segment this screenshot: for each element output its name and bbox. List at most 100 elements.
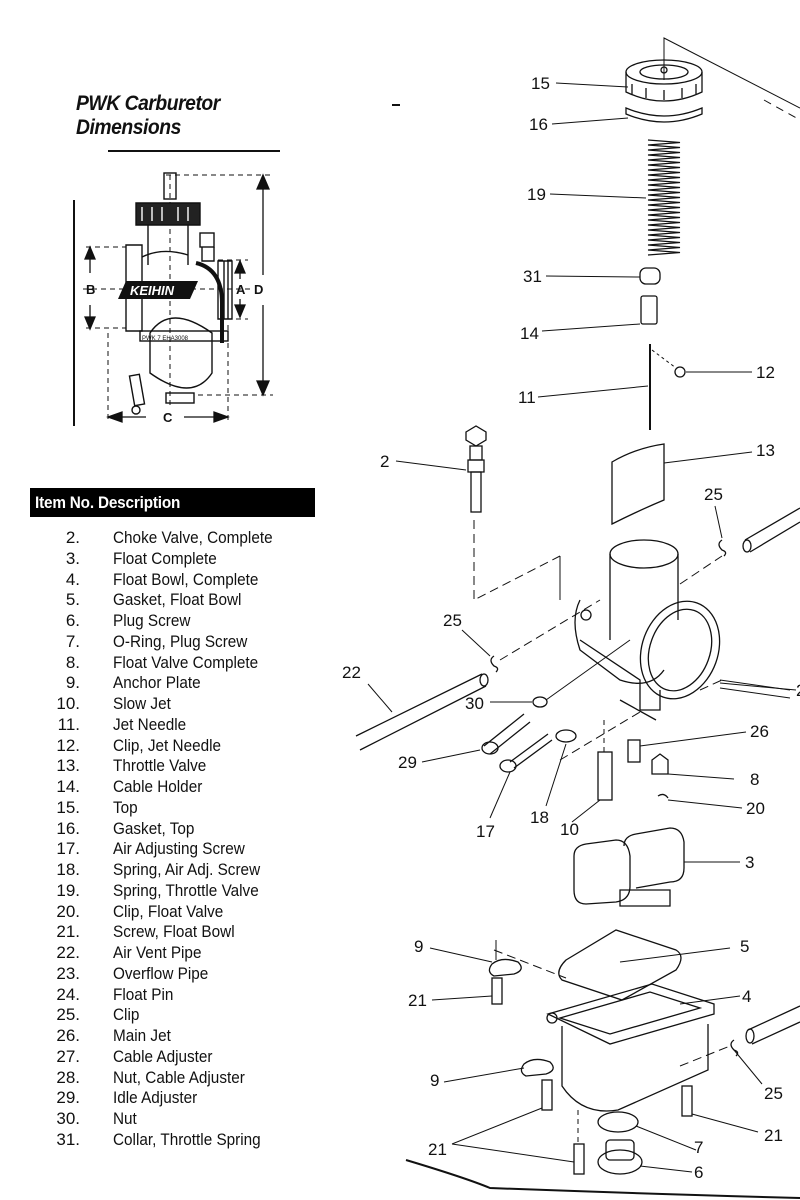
item-number: 28. <box>56 1067 80 1087</box>
keihin-logo: KEIHIN <box>118 281 198 299</box>
item-number: 5. <box>65 590 80 610</box>
item-number: 25. <box>56 1005 80 1025</box>
title-line-2: Dimensions <box>76 116 181 139</box>
callout-20: 20 <box>746 799 765 818</box>
parts-list-row: 26. Main Jet <box>40 1026 320 1047</box>
item-number: 6. <box>65 611 80 630</box>
item-description: Float Valve Complete <box>113 652 259 672</box>
item-number: 20. <box>56 901 80 921</box>
item-number: 13. <box>56 756 80 776</box>
item-description: Main Jet <box>113 1026 171 1045</box>
dimension-b-label: B <box>86 282 95 297</box>
parts-list-row: 8. Float Valve Complete <box>40 653 320 674</box>
parts-list-row: 5. Gasket, Float Bowl <box>40 590 320 611</box>
item-description: Plug Screw <box>113 611 191 630</box>
item-description: Clip, Float Valve <box>113 901 224 921</box>
item-number: 3. <box>65 548 80 568</box>
parts-list-row: 23.Overflow Pipe <box>40 964 320 985</box>
item-number: 23. <box>56 963 80 983</box>
title-underline <box>108 150 280 152</box>
parts-list-row: 2.Choke Valve, Complete <box>40 528 320 549</box>
exploded-parts-diagram: 15 16 19 31 14 12 11 2 13 25 25 22 30 2 … <box>342 37 800 1199</box>
margin-bar <box>73 200 75 426</box>
callout-22: 22 <box>342 663 361 682</box>
item-description: Nut <box>113 1109 137 1128</box>
callout-5: 5 <box>740 937 749 956</box>
carburetor-dimension-drawing: KEIHIN PWK 7 EHA3008 B A D C <box>83 172 273 425</box>
item-number: 11. <box>57 714 80 734</box>
item-number: 31. <box>56 1129 80 1149</box>
item-number: 29. <box>56 1088 80 1108</box>
callout-30: 30 <box>465 694 484 713</box>
callout-21-right: 21 <box>764 1126 783 1145</box>
item-number: 14. <box>56 777 80 796</box>
parts-list-row: 12.Clip, Jet Needle <box>40 736 320 757</box>
parts-list-row: 18. Spring, Air Adj. Screw <box>40 860 320 881</box>
callout-4: 4 <box>742 987 751 1006</box>
item-number: 24. <box>56 984 80 1004</box>
parts-list-row: 7.O-Ring, Plug Screw <box>40 632 320 653</box>
parts-list-row: 3. Float Complete <box>40 549 320 570</box>
item-description: Float Bowl, Complete <box>113 569 259 589</box>
parts-list-row: 17.Air Adjusting Screw <box>40 839 320 860</box>
callout-7: 7 <box>694 1138 703 1157</box>
item-description: Clip <box>113 1005 140 1025</box>
brand-mark: KEIHIN <box>130 283 175 298</box>
callout-2: 2 <box>380 452 389 471</box>
callout-16: 16 <box>529 115 548 134</box>
item-description: Float Complete <box>113 548 217 568</box>
callout-12: 12 <box>756 363 775 382</box>
item-description: Float Pin <box>113 984 174 1004</box>
item-description: Nut, Cable Adjuster <box>113 1067 245 1087</box>
item-number: 8. <box>65 652 80 672</box>
parts-list-row: 22.Air Vent Pipe <box>40 943 320 964</box>
item-description: Spring, Air Adj. Screw <box>113 860 261 879</box>
dash-mark <box>392 104 400 106</box>
callout-18: 18 <box>530 808 549 827</box>
callout-11: 11 <box>518 388 536 407</box>
item-number: 16. <box>56 818 80 838</box>
callout-9-top: 9 <box>414 937 423 956</box>
item-description: Gasket, Float Bowl <box>113 590 242 610</box>
item-number: 7. <box>65 631 80 651</box>
callout-21-top: 21 <box>408 991 427 1010</box>
parts-list-row: 29.Idle Adjuster <box>40 1088 320 1109</box>
parts-list-row: 28. Nut, Cable Adjuster <box>40 1068 320 1089</box>
item-description: Throttle Valve <box>113 756 207 776</box>
parts-list-row: 14.Cable Holder <box>40 777 320 798</box>
parts-table-header-text: Item No. Description <box>35 493 181 512</box>
callout-19: 19 <box>527 185 546 204</box>
parts-table-header: Item No. Description <box>30 488 315 517</box>
title-line-1: PWK Carburetor <box>76 92 220 115</box>
item-description: Jet Needle <box>113 714 187 734</box>
part-throttle-spring <box>647 139 681 256</box>
page-title: PWK Carburetor Dimensions <box>76 92 220 140</box>
item-number: 30. <box>56 1109 80 1128</box>
item-description: Air Vent Pipe <box>113 943 202 962</box>
item-description: Collar, Throttle Spring <box>113 1129 261 1149</box>
callout-10: 10 <box>560 820 579 839</box>
callout-25-mid: 25 <box>443 611 462 630</box>
part-float <box>573 827 685 907</box>
item-number: 2. <box>65 528 80 547</box>
item-number: 15. <box>56 797 80 817</box>
parts-list-row: 15.Top <box>40 798 320 819</box>
parts-list-row: 30. Nut <box>40 1109 320 1130</box>
parts-list-row: 10.Slow Jet <box>40 694 320 715</box>
item-number: 21. <box>56 922 80 942</box>
callout-29: 29 <box>398 753 417 772</box>
item-description: Gasket, Top <box>113 818 195 838</box>
callout-31: 31 <box>523 267 542 286</box>
parts-list-row: 9.Anchor Plate <box>40 673 320 694</box>
callout-25-lower: 25 <box>764 1084 783 1103</box>
callout-9-lower: 9 <box>430 1071 439 1090</box>
item-number: 26. <box>56 1026 80 1045</box>
item-description: Screw, Float Bowl <box>113 922 235 942</box>
callout-3: 3 <box>745 853 754 872</box>
item-number: 9. <box>65 673 80 693</box>
body-marking: PWK 7 EHA3008 <box>142 336 189 342</box>
item-number: 18. <box>56 860 80 879</box>
callout-21-lower: 21 <box>428 1140 447 1159</box>
part-carburetor-body <box>574 539 721 721</box>
